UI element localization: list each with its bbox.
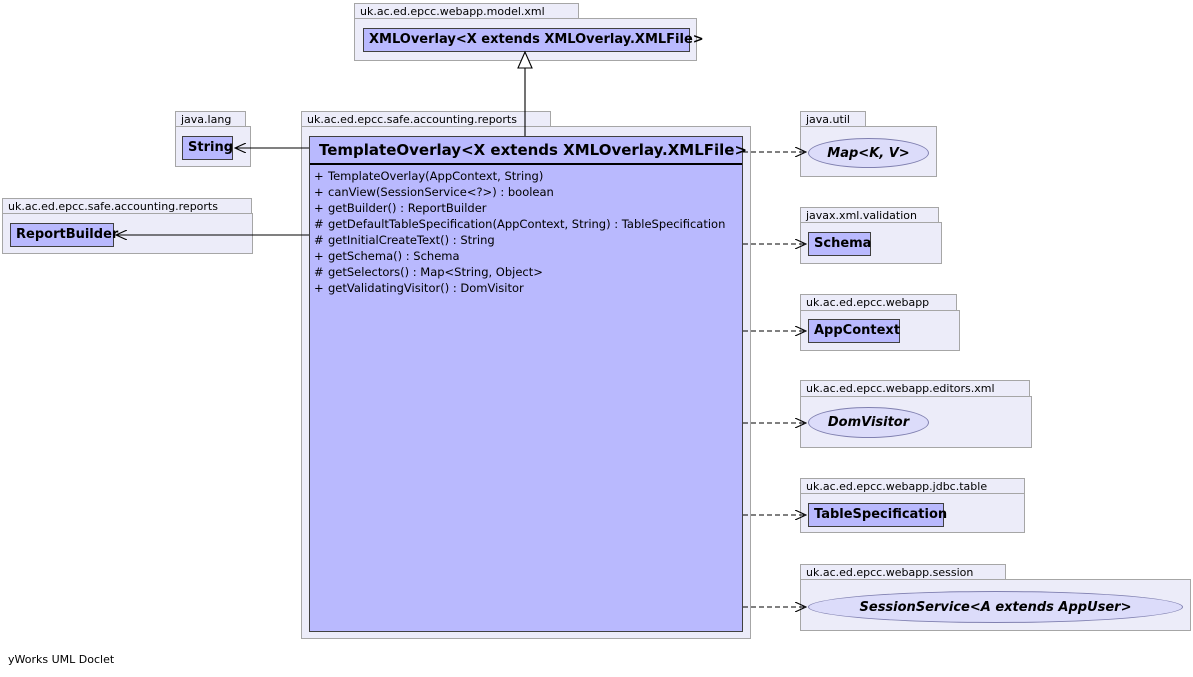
class-xml-overlay[interactable]: XMLOverlay<X extends XMLOverlay.XMLFile> [363,28,704,52]
class-app-context[interactable]: AppContext [808,319,900,343]
package-reports-left [2,213,253,254]
class-schema[interactable]: Schema [808,232,871,256]
operation-item: + TemplateOverlay(AppContext, String) [314,168,742,184]
operation-signature: canView(SessionService<?>) : boolean [328,185,554,199]
operation-visibility: + [314,249,324,263]
interface-dom-visitor[interactable]: DomVisitor [808,407,929,438]
class-template-overlay[interactable]: TemplateOverlay<X extends XMLOverlay.XML… [309,136,747,632]
operation-signature: getBuilder() : ReportBuilder [328,201,487,215]
package-tab-java-util: java.util [800,111,866,127]
operation-signature: getInitialCreateText() : String [328,233,495,247]
package-tab-model-xml: uk.ac.ed.epcc.webapp.model.xml [354,3,579,19]
operation-visibility: # [314,217,324,231]
package-tab-javax-xml-validation: javax.xml.validation [800,207,939,223]
package-tab-reports-main: uk.ac.ed.epcc.safe.accounting.reports [301,111,551,127]
operation-signature: TemplateOverlay(AppContext, String) [328,169,544,183]
operation-item: + getValidatingVisitor() : DomVisitor [314,280,742,296]
operation-signature: getDefaultTableSpecification(AppContext,… [328,217,726,231]
package-tab-session: uk.ac.ed.epcc.webapp.session [800,564,1006,580]
operation-item: + canView(SessionService<?>) : boolean [314,184,742,200]
operation-signature: getValidatingVisitor() : DomVisitor [328,281,524,295]
class-template-overlay-title: TemplateOverlay<X extends XMLOverlay.XML… [310,137,747,165]
operation-visibility: # [314,265,324,279]
operation-item: + getBuilder() : ReportBuilder [314,200,742,216]
generalization-arrowhead [517,50,533,69]
package-tab-webapp: uk.ac.ed.epcc.webapp [800,294,957,310]
operation-visibility: + [314,201,324,215]
package-tab-editors-xml: uk.ac.ed.epcc.webapp.editors.xml [800,380,1030,396]
class-table-specification[interactable]: TableSpecification [808,503,947,527]
operation-signature: getSchema() : Schema [328,249,460,263]
operations-list: + TemplateOverlay(AppContext, String) + can… [310,165,742,296]
operation-item: # getInitialCreateText() : String [314,232,742,248]
operation-visibility: + [314,281,324,295]
footer-credit: yWorks UML Doclet [8,653,115,666]
package-tab-jdbc-table: uk.ac.ed.epcc.webapp.jdbc.table [800,478,1025,494]
operation-item: + getSchema() : Schema [314,248,742,264]
operation-visibility: + [314,169,324,183]
interface-map[interactable]: Map<K, V> [808,138,929,168]
interface-session-service[interactable]: SessionService<A extends AppUser> [808,591,1183,623]
class-report-builder[interactable]: ReportBuilder [10,223,118,247]
operation-visibility: + [314,185,324,199]
operation-item: # getDefaultTableSpecification(AppContext… [314,216,742,232]
package-tab-java-lang: java.lang [175,111,246,127]
class-string[interactable]: String [182,136,233,160]
operation-visibility: # [314,233,324,247]
package-tab-reports-left: uk.ac.ed.epcc.safe.accounting.reports [2,198,252,214]
operation-signature: getSelectors() : Map<String, Object> [328,265,543,279]
operation-item: # getSelectors() : Map<String, Object> [314,264,742,280]
